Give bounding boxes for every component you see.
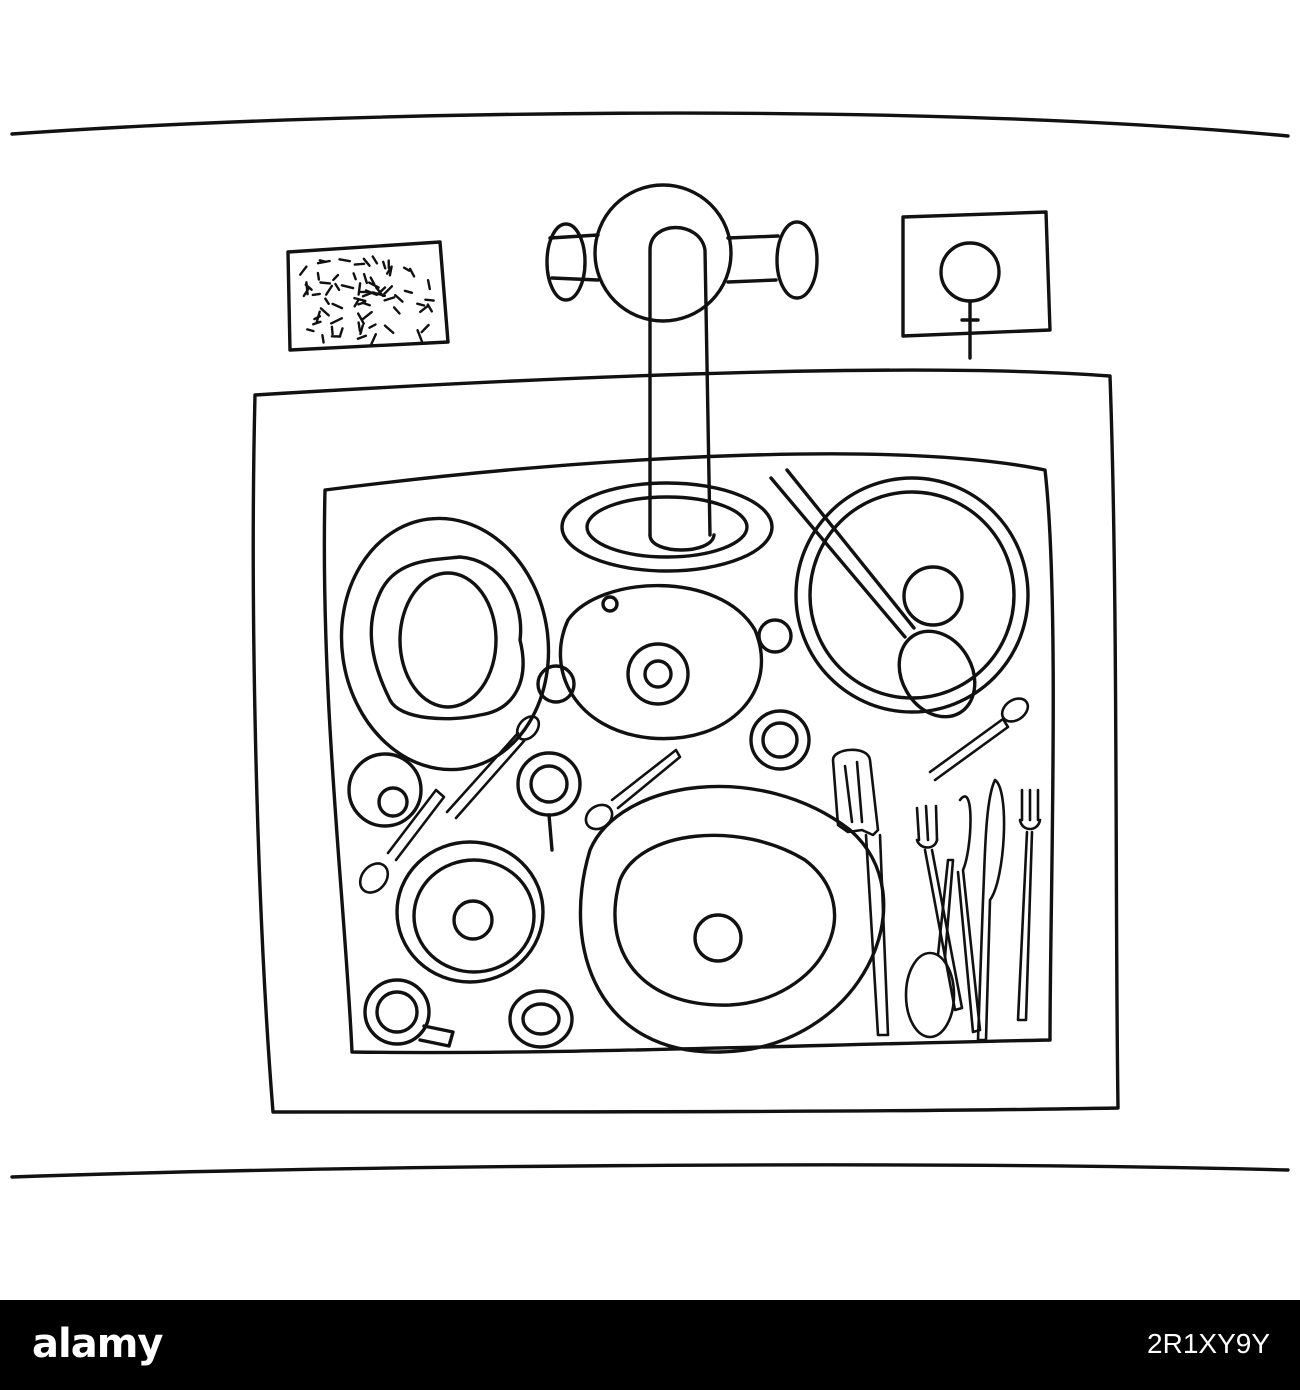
- sponge-dot: [353, 262, 366, 266]
- cutlery-icon: [904, 778, 1042, 1042]
- sponge-dot: [424, 298, 435, 302]
- sink-outer: [251, 368, 1120, 1114]
- sponge-dot: [359, 324, 364, 335]
- sponge-dot: [352, 272, 357, 281]
- brand-logo: alamy: [32, 1321, 163, 1367]
- sponge-dot: [394, 293, 404, 303]
- sponge-dot: [357, 301, 366, 306]
- sponge-dot: [306, 328, 315, 333]
- sponge-dot: [316, 271, 321, 281]
- plate-small-icon: [395, 840, 545, 984]
- spoon-icon: [358, 788, 446, 894]
- cup-icon: [347, 752, 423, 828]
- sponge-dot: [311, 292, 321, 297]
- sponge-dot: [383, 324, 395, 335]
- pot-icon: [536, 583, 793, 741]
- sponge-dot: [426, 303, 433, 313]
- cup-icon: [363, 978, 455, 1048]
- sponge-dot: [368, 323, 377, 329]
- sponge-dot: [318, 259, 327, 263]
- sponge-dot: [416, 329, 423, 343]
- plate-large-icon: [578, 784, 886, 1054]
- plate-left-icon: [339, 516, 551, 772]
- sponge-dot: [402, 266, 411, 272]
- sponge-dot: [340, 284, 355, 290]
- drain-stopper-icon: [901, 210, 1052, 360]
- sponge-dot: [338, 327, 344, 338]
- sponge-dot: [324, 297, 330, 305]
- cup-icon: [749, 709, 811, 771]
- sponge-dot: [369, 276, 376, 286]
- watermark-bar: [0, 1300, 1300, 1390]
- sponge-dot: [371, 255, 379, 265]
- sponge-dot: [361, 291, 374, 298]
- image-code: 2R1XY9Y: [1147, 1328, 1270, 1359]
- sponge-dot: [325, 284, 334, 296]
- sponge-dot: [356, 312, 365, 325]
- sponge-dot: [299, 265, 308, 276]
- sponge-dot: [357, 282, 362, 296]
- sponge-dot: [332, 273, 340, 282]
- sponge-dot: [356, 334, 368, 340]
- cup-icon: [516, 751, 582, 852]
- sponge-dot: [385, 266, 392, 275]
- sponge-dot: [334, 282, 341, 292]
- sponge-dot: [419, 304, 430, 314]
- sponge-dot: [338, 258, 351, 263]
- spatula-icon: [831, 748, 890, 1037]
- sponge-dot: [370, 333, 377, 346]
- sponge-dot: [420, 323, 430, 334]
- sponge-dot: [331, 302, 344, 310]
- sponge-dot: [362, 273, 368, 285]
- sponge-dot: [426, 279, 431, 291]
- spoon-icon: [584, 748, 682, 831]
- sponge-dot: [403, 289, 414, 294]
- sponge-dot: [383, 285, 394, 296]
- sponge-dot: [362, 257, 371, 267]
- sponge-dot: [321, 334, 325, 344]
- sponge-dot: [357, 321, 362, 333]
- sponge-dot: [383, 296, 396, 302]
- sponge-dot: [305, 281, 309, 296]
- sponge-dot: [315, 310, 321, 325]
- cup-icon: [508, 989, 574, 1049]
- sponge-dot: [361, 310, 373, 321]
- sponge-dot: [392, 306, 401, 315]
- sponge-dot: [319, 307, 330, 317]
- sponge-dot: [416, 302, 426, 307]
- sponge-dot: [330, 317, 343, 325]
- sink-basin: [322, 452, 1055, 1055]
- sponge-icon: [286, 240, 450, 352]
- counter-edge-bottom: [10, 1163, 1290, 1179]
- sponge-dot: [353, 296, 367, 303]
- sponge-dot: [330, 325, 334, 336]
- faucet-icon: [545, 183, 819, 573]
- counter-edge-top: [10, 111, 1290, 138]
- sponge-dot: [382, 260, 387, 270]
- sponge-dot: [319, 281, 332, 285]
- spoon-icon: [445, 715, 541, 820]
- bowl-right-icon: [769, 468, 1030, 719]
- sponge-dot: [353, 298, 360, 308]
- sink-illustration: [10, 111, 1290, 1179]
- sponge-dot: [408, 267, 416, 278]
- spoon-icon: [928, 697, 1030, 782]
